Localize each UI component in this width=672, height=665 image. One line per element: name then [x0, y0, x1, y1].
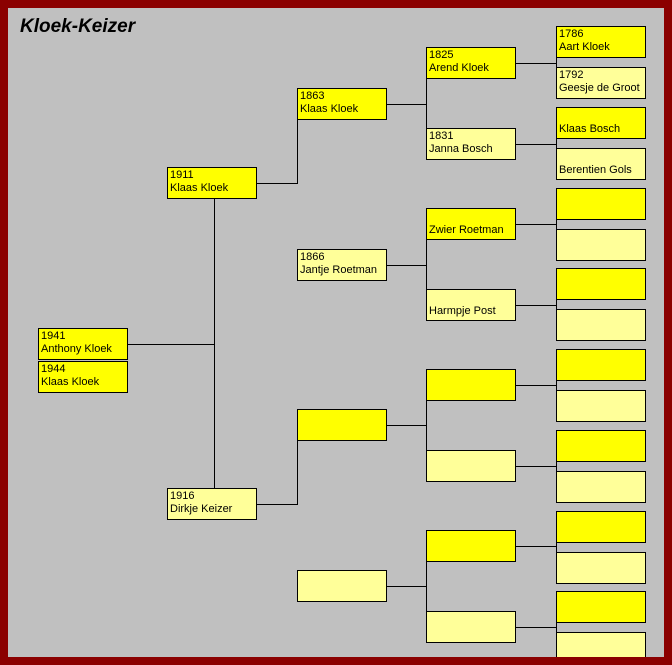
connector-line [387, 586, 427, 587]
person-name: Zwier Roetman [429, 224, 504, 236]
connector-line [516, 546, 556, 547]
person-birth-year: 1944 [41, 363, 66, 375]
person-name: Anthony Kloek [41, 343, 112, 355]
connector-line [516, 63, 556, 64]
connector-line [257, 504, 297, 505]
person-name: Dirkje Keizer [170, 503, 233, 515]
connector-line [516, 385, 556, 386]
person-name: Harmpje Post [429, 305, 496, 317]
person-birth-year: 1825 [429, 49, 454, 61]
person-node-empty[interactable] [556, 229, 646, 261]
person-node-empty[interactable] [556, 632, 646, 657]
connector-line [426, 546, 427, 627]
person-birth-year: 1941 [41, 330, 66, 342]
connector-line [426, 224, 427, 305]
connector-line [516, 224, 556, 225]
person-node-empty[interactable] [426, 611, 516, 643]
person-name: Berentien Gols [559, 164, 632, 176]
person-name: Geesje de Groot [559, 82, 640, 94]
connector-line [556, 446, 557, 487]
person-birth-year: 1792 [559, 69, 584, 81]
person-name: Klaas Kloek [170, 182, 229, 194]
connector-line [556, 42, 557, 83]
connector-line [297, 425, 298, 505]
person-node-empty[interactable] [556, 349, 646, 381]
connector-line [387, 104, 427, 105]
person-node-empty[interactable] [556, 268, 646, 300]
person-name: Jantje Roetman [300, 264, 378, 276]
person-name: Klaas Kloek [300, 103, 359, 115]
connector-line [516, 627, 556, 628]
person-birth-year: 1916 [170, 490, 195, 502]
person-birth-year: 1911 [170, 169, 194, 181]
connector-line [426, 385, 427, 466]
person-node[interactable]: Berentien Gols [556, 148, 646, 180]
person-node[interactable]: Zwier Roetman [426, 208, 516, 240]
person-birth-year: 1786 [559, 28, 584, 40]
person-name: Klaas Kloek [41, 376, 100, 388]
connector-line [516, 466, 556, 467]
person-node-empty[interactable] [426, 369, 516, 401]
connector-line [556, 123, 557, 164]
connector-line [297, 104, 298, 184]
connector-line [214, 198, 215, 489]
person-name: Klaas Bosch [559, 123, 621, 135]
person-node-empty[interactable] [556, 511, 646, 543]
page-title: Kloek-Keizer [20, 16, 136, 37]
connector-line [128, 344, 214, 345]
person-name: Aart Kloek [559, 41, 610, 53]
person-node-empty[interactable] [556, 591, 646, 623]
person-name: Janna Bosch [429, 143, 493, 155]
connector-line [516, 305, 556, 306]
connector-line [556, 365, 557, 406]
connector-line [556, 527, 557, 568]
person-node-empty[interactable] [556, 188, 646, 220]
connector-line [426, 63, 427, 145]
person-node-empty[interactable] [426, 450, 516, 482]
person-node-empty[interactable] [556, 309, 646, 341]
connector-line [387, 265, 427, 266]
person-node-empty[interactable] [297, 409, 387, 441]
person-node[interactable]: Klaas Bosch [556, 107, 646, 139]
person-node-empty[interactable] [426, 530, 516, 562]
connector-line [387, 425, 427, 426]
connector-line [556, 284, 557, 325]
person-node-empty[interactable] [556, 430, 646, 462]
connector-line [556, 607, 557, 648]
connector-line [516, 144, 556, 145]
person-node-empty[interactable] [556, 552, 646, 584]
connector-line [556, 204, 557, 245]
person-birth-year: 1866 [300, 251, 325, 263]
person-node-empty[interactable] [556, 390, 646, 422]
person-node-empty[interactable] [556, 471, 646, 503]
person-birth-year: 1831 [429, 130, 454, 142]
person-birth-year: 1863 [300, 90, 325, 102]
person-node[interactable]: Harmpje Post [426, 289, 516, 321]
connector-line [257, 183, 297, 184]
person-node-empty[interactable] [297, 570, 387, 602]
person-name: Arend Kloek [429, 62, 489, 74]
